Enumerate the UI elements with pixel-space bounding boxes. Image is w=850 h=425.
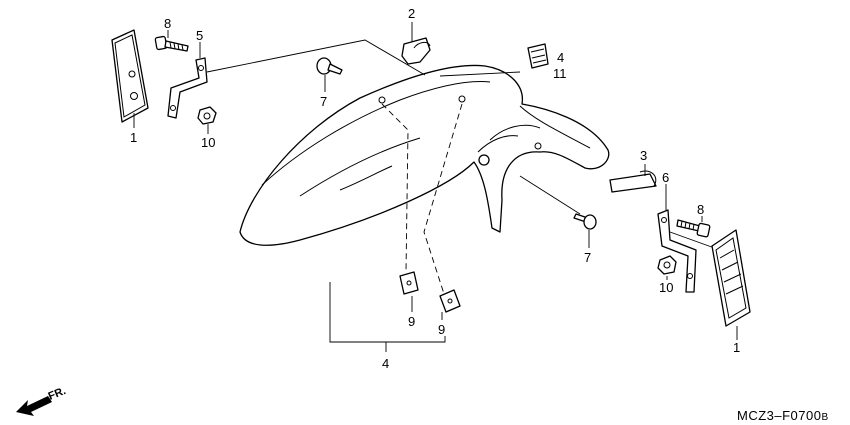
front-label: FR.: [47, 385, 68, 403]
clip-lower[interactable]: [609, 170, 657, 193]
clip-upper[interactable]: [401, 37, 431, 65]
right-reflector[interactable]: [711, 229, 751, 327]
screw-upper[interactable]: [316, 57, 343, 75]
clip-nut-right[interactable]: [439, 289, 461, 313]
callout-1-left: 1: [130, 130, 137, 145]
front-direction-indicator: FR.: [16, 385, 68, 416]
left-reflector[interactable]: [111, 29, 149, 123]
left-nut[interactable]: [197, 106, 217, 125]
fender-pad[interactable]: [527, 43, 549, 69]
callout-2: 2: [408, 6, 415, 21]
callout-3: 3: [640, 148, 647, 163]
clip-nut-left[interactable]: [399, 271, 419, 295]
right-bolt[interactable]: [676, 219, 711, 238]
callout-8-left: 8: [164, 16, 171, 31]
callout-9-right: 9: [438, 322, 445, 337]
left-stay-bracket[interactable]: [167, 57, 208, 119]
callout-10-right: 10: [659, 280, 673, 295]
callout-10-left: 10: [201, 135, 215, 150]
callout-11: 11: [553, 66, 567, 81]
callout-1-right: 1: [733, 340, 740, 355]
right-stay-bracket[interactable]: [657, 209, 697, 293]
callout-8-right: 8: [697, 202, 704, 217]
screw-lower[interactable]: [573, 213, 597, 230]
callout-9-left: 9: [408, 314, 415, 329]
callout-5: 5: [196, 28, 203, 43]
callout-4-top: 4: [557, 50, 564, 65]
front-fender[interactable]: [239, 64, 610, 246]
left-bolt[interactable]: [154, 35, 189, 52]
front-arrow-icon: [16, 396, 52, 416]
callout-4-bottom: 4: [382, 356, 389, 371]
callout-7-right: 7: [584, 250, 591, 265]
callout-7-left: 7: [320, 94, 327, 109]
callout-6: 6: [662, 170, 669, 185]
right-nut[interactable]: [657, 255, 677, 275]
group-bracket: [329, 282, 446, 343]
diagram-code: MCZ3–F0700B: [737, 408, 829, 423]
